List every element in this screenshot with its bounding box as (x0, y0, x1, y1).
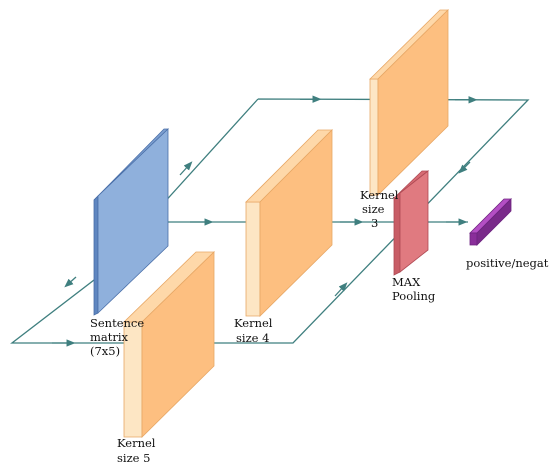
sentence-matrix-side (93, 195, 99, 316)
kernel4-label-line2: size 4 (236, 331, 269, 345)
kernel4-label-line1: Kernel (234, 316, 273, 330)
kernel5-label-line2: size 5 (117, 451, 150, 465)
output-block (469, 198, 512, 246)
sentence-matrix-block (93, 128, 169, 316)
kernel5-block (123, 251, 215, 438)
max-pooling-face (399, 170, 429, 273)
kernel3-side (369, 78, 379, 196)
labels: Sentence matrix (7x5) Kernel size 3 Kern… (90, 188, 549, 465)
arrow-diag-1 (179, 161, 193, 176)
sentence-matrix-label-line3: (7x5) (90, 344, 120, 358)
kernel3-label-line1: Kernel (360, 188, 399, 202)
max-pooling-side (393, 192, 401, 276)
sentence-matrix-label-line1: Sentence (90, 316, 144, 330)
kernel4-side (245, 201, 261, 317)
pooling-label-line1: MAX (392, 275, 421, 289)
kernel4-face (259, 129, 333, 317)
sentence-matrix-face (97, 128, 169, 314)
kernel3-face (377, 9, 449, 196)
kernel5-face (141, 251, 215, 438)
arrow-diag-2 (64, 276, 77, 288)
sentence-matrix-label-line2: matrix (90, 330, 129, 344)
output-face (469, 232, 478, 246)
max-pooling-block (393, 170, 430, 276)
output-label: positive/negat (466, 256, 549, 270)
kernel3-label-line3: 3 (371, 216, 378, 230)
arrow-diag-3 (334, 282, 348, 297)
pooling-label-line2: Pooling (392, 289, 436, 303)
kernel5-label-line1: Kernel (117, 436, 156, 450)
kernel3-block (369, 9, 449, 196)
arrow-diag-4 (458, 161, 471, 174)
kernel3-label-line2: size (362, 202, 385, 216)
kernel4-block (245, 129, 333, 317)
output-side (476, 198, 512, 246)
